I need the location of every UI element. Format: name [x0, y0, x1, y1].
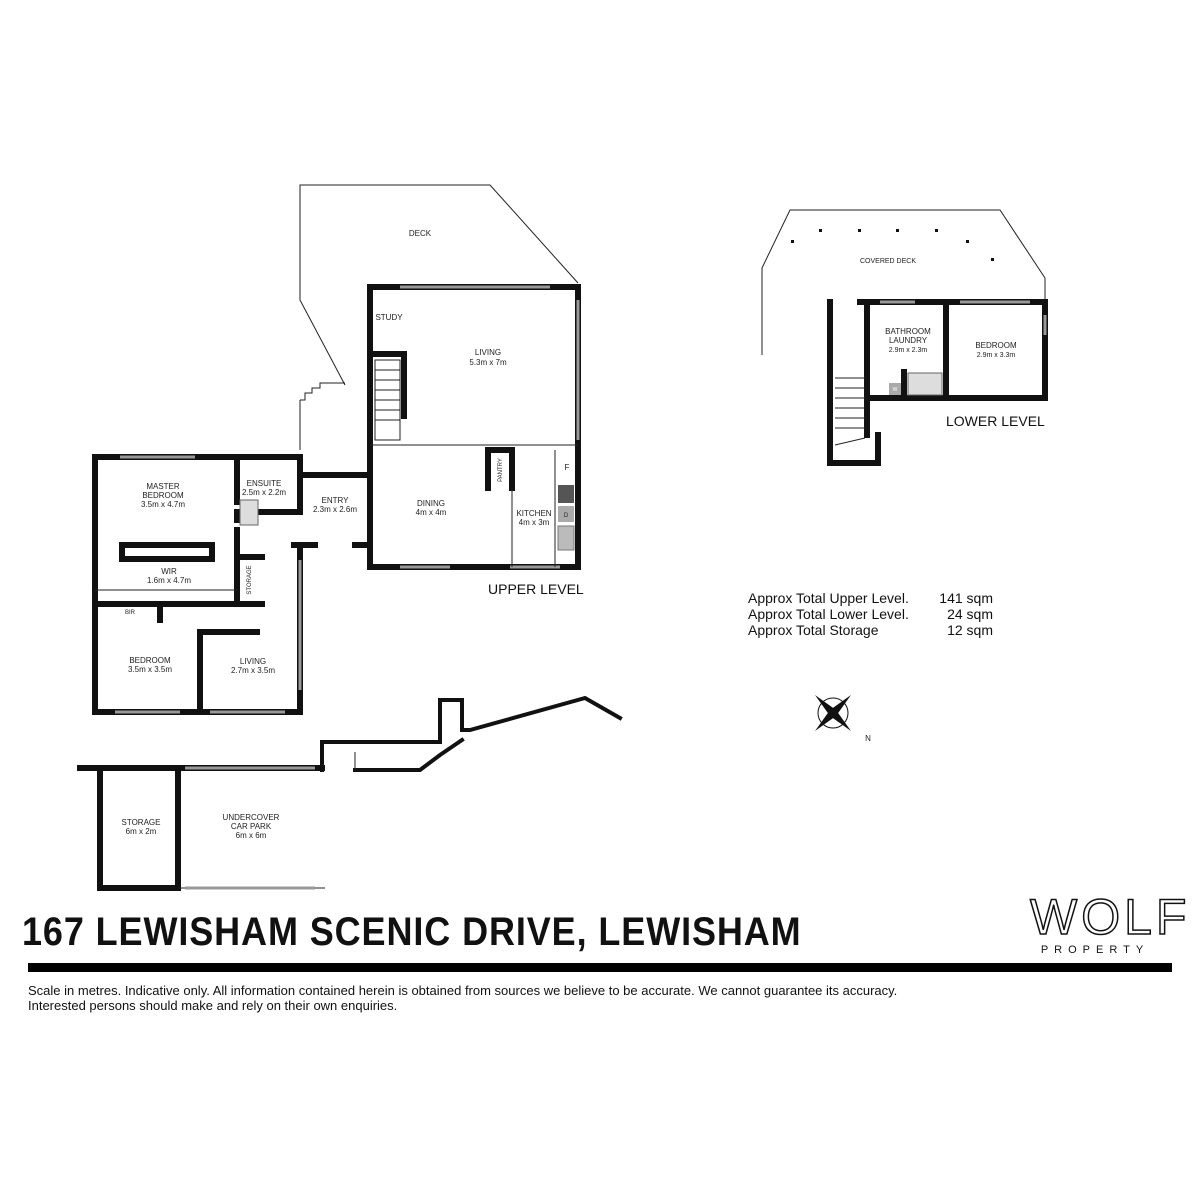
wolf-property-logo: WOLF PROPERTY: [1029, 889, 1191, 956]
area-value: 141 sqm: [939, 590, 993, 606]
area-label: Approx Total Lower Level.: [748, 606, 909, 622]
room-bedroom-lower-size: 2.9m x 3.3m: [977, 352, 1016, 359]
external-paths: [320, 695, 623, 772]
west-wing-walls: [92, 454, 373, 715]
room-bedroom-lower-name: BEDROOM: [975, 341, 1017, 350]
room-living-lower-name: LIVING: [240, 657, 266, 666]
room-bir: BIR: [125, 610, 136, 616]
room-storage-small: STORAGE: [247, 565, 253, 594]
room-entry-name: ENTRY: [322, 496, 350, 505]
upper-level-label: UPPER LEVEL: [488, 581, 584, 597]
deck-stairs: [300, 382, 345, 401]
room-bath-size: 2.9m x 2.3m: [889, 347, 928, 354]
covered-deck-outline: [761, 209, 1046, 355]
deck-outline: [299, 184, 579, 386]
divider: [28, 963, 1172, 972]
room-wir-name: WIR: [161, 567, 177, 576]
disclaimer: Scale in metres. Indicative only. All in…: [28, 983, 1178, 1013]
room-dining-size: 4m x 4m: [416, 508, 447, 517]
room-bedroom-size: 3.5m x 3.5m: [128, 665, 172, 674]
room-master-size: 3.5m x 4.7m: [141, 500, 185, 509]
area-row: Approx Total Upper Level. 141 sqm: [748, 590, 993, 606]
room-entry-size: 2.3m x 2.6m: [313, 505, 357, 514]
property-address-title: 167 LEWISHAM SCENIC DRIVE, LEWISHAM: [22, 910, 802, 954]
logo-sub: PROPERTY: [1040, 944, 1150, 956]
internal-stairs: [374, 359, 401, 441]
carpark-walls: [77, 765, 325, 891]
room-carpark-name1: UNDERCOVER: [223, 813, 280, 822]
room-ensuite-name: ENSUITE: [247, 479, 282, 488]
room-covered-deck: COVERED DECK: [860, 258, 916, 265]
room-bath-name2: LAUNDRY: [889, 336, 928, 345]
kitchen-appliances: [557, 485, 575, 551]
deck-posts: [791, 229, 994, 261]
room-living-name: LIVING: [475, 348, 501, 357]
room-study: STUDY: [375, 313, 403, 322]
area-value: 24 sqm: [947, 606, 993, 622]
room-living-size: 5.3m x 7m: [469, 358, 507, 367]
room-living-lower-size: 2.7m x 3.5m: [231, 666, 275, 675]
area-label: Approx Total Storage: [748, 622, 879, 638]
fridge-label: F: [565, 463, 570, 472]
lower-level-walls: [827, 299, 1048, 466]
area-label: Approx Total Upper Level.: [748, 590, 909, 606]
logo-name: WOLF: [1029, 889, 1191, 945]
room-kitchen-name: KITCHEN: [516, 509, 551, 518]
disclaimer-line: Interested persons should make and rely …: [28, 998, 398, 1013]
area-row: Approx Total Lower Level. 24 sqm: [748, 606, 993, 622]
disclaimer-line: Scale in metres. Indicative only. All in…: [28, 983, 898, 998]
area-value: 12 sqm: [947, 622, 993, 638]
area-row: Approx Total Storage 12 sqm: [748, 622, 993, 638]
room-ensuite-size: 2.5m x 2.2m: [242, 488, 286, 497]
room-wir-size: 1.6m x 4.7m: [147, 576, 191, 585]
room-kitchen-size: 4m x 3m: [519, 518, 550, 527]
room-deck: DECK: [409, 229, 432, 238]
room-carpark-size: 6m x 6m: [236, 831, 267, 840]
room-storage-size: 6m x 2m: [126, 827, 157, 836]
room-master-name2: BEDROOM: [142, 491, 184, 500]
compass-icon: N: [815, 695, 871, 743]
lower-stairs: [834, 377, 866, 446]
compass-north-label: N: [865, 734, 871, 743]
room-bedroom-name: BEDROOM: [129, 656, 171, 665]
area-summary: Approx Total Upper Level. 141 sqm Approx …: [748, 590, 993, 638]
room-carpark-name2: CAR PARK: [231, 822, 272, 831]
room-pantry: PANTRY: [498, 458, 504, 482]
room-master-name1: MASTER: [146, 482, 180, 491]
lower-level-label: LOWER LEVEL: [946, 413, 1045, 429]
dishwasher-label: D: [564, 513, 569, 519]
washer-label: W: [893, 387, 898, 393]
room-dining-name: DINING: [417, 499, 445, 508]
room-storage-name: STORAGE: [122, 818, 161, 827]
room-bath-name1: BATHROOM: [885, 327, 931, 336]
